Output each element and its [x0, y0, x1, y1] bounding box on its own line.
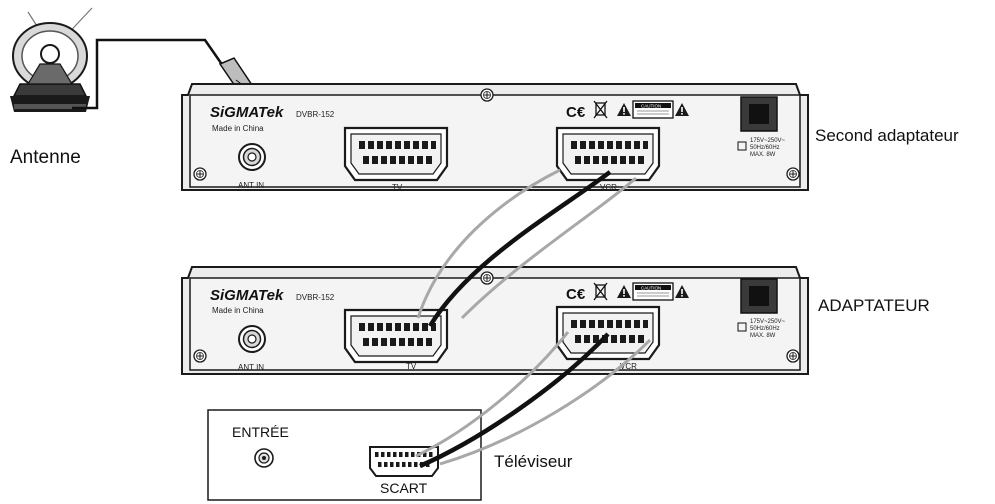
tv-port-label: TV — [392, 183, 403, 192]
power-rating-line3: MAX. 8W — [750, 152, 776, 158]
antenna-icon — [10, 7, 93, 112]
scart-connector-icon — [343, 308, 449, 364]
caution-sticker: CAUTION — [632, 100, 674, 119]
tv-scart-label: SCART — [380, 480, 428, 496]
scart-cable-adapter-to-tv — [415, 331, 652, 469]
made-in-label: Made in China — [212, 124, 264, 133]
scart-cable-top-to-adapter — [416, 168, 637, 328]
second-adapter-label: Second adaptateur — [815, 126, 959, 145]
ce-mark-icon: C€ — [566, 104, 586, 121]
double-insulation-icon — [737, 141, 747, 151]
weee-bin-icon — [593, 282, 608, 301]
screw-icon — [193, 349, 207, 363]
ant-in-label: ANT IN — [238, 363, 264, 372]
screw-icon — [786, 167, 800, 181]
vcr-port-label: VCR — [600, 183, 617, 192]
television-panel: ENTRÉE SCART — [207, 409, 482, 501]
antenna-label: Antenne — [10, 147, 81, 168]
caution-sticker: CAUTION — [632, 282, 674, 301]
screw-icon — [786, 349, 800, 363]
receiver-adapter: SiGMATek DVBR-152 Made in China ANT IN T… — [181, 266, 809, 375]
coax-jack-icon — [254, 448, 274, 468]
receiver-second-adapter: SiGMATek DVBR-152 Made in China ANT IN T… — [181, 83, 809, 192]
power-switch — [740, 96, 778, 132]
scart-connector-icon — [555, 305, 661, 361]
power-rating-line1: 175V~250V~ — [750, 138, 786, 144]
brand-logo: SiGMATek — [210, 287, 284, 304]
double-insulation-icon — [737, 322, 747, 332]
brand-logo: SiGMATek — [210, 104, 284, 121]
ant-in-label: ANT IN — [238, 181, 264, 190]
ce-mark-icon: C€ — [566, 286, 586, 303]
svg-text:CAUTION: CAUTION — [641, 286, 661, 291]
tv-port-label: TV — [406, 362, 417, 371]
screw-icon — [193, 167, 207, 181]
coax-jack-icon — [238, 143, 266, 171]
model-number: DVBR-152 — [296, 293, 335, 302]
screw-icon — [480, 271, 494, 285]
power-rating-line2: 50Hz/60Hz — [750, 326, 780, 332]
made-in-label: Made in China — [212, 306, 264, 315]
vcr-port-label: VCR — [620, 362, 637, 371]
model-number: DVBR-152 — [296, 110, 335, 119]
adapter-label: ADAPTATEUR — [818, 296, 930, 315]
tv-label: Téléviseur — [494, 452, 573, 471]
weee-bin-icon — [593, 100, 608, 119]
power-switch — [740, 278, 778, 314]
scart-connector-icon — [343, 126, 449, 182]
tv-input-label: ENTRÉE — [232, 424, 289, 440]
svg-text:CAUTION: CAUTION — [641, 104, 661, 109]
screw-icon — [480, 88, 494, 102]
power-rating-line1: 175V~250V~ — [750, 319, 786, 325]
power-rating-line2: 50Hz/60Hz — [750, 145, 780, 151]
power-rating-line3: MAX. 8W — [750, 333, 776, 339]
coax-jack-icon — [238, 325, 266, 353]
